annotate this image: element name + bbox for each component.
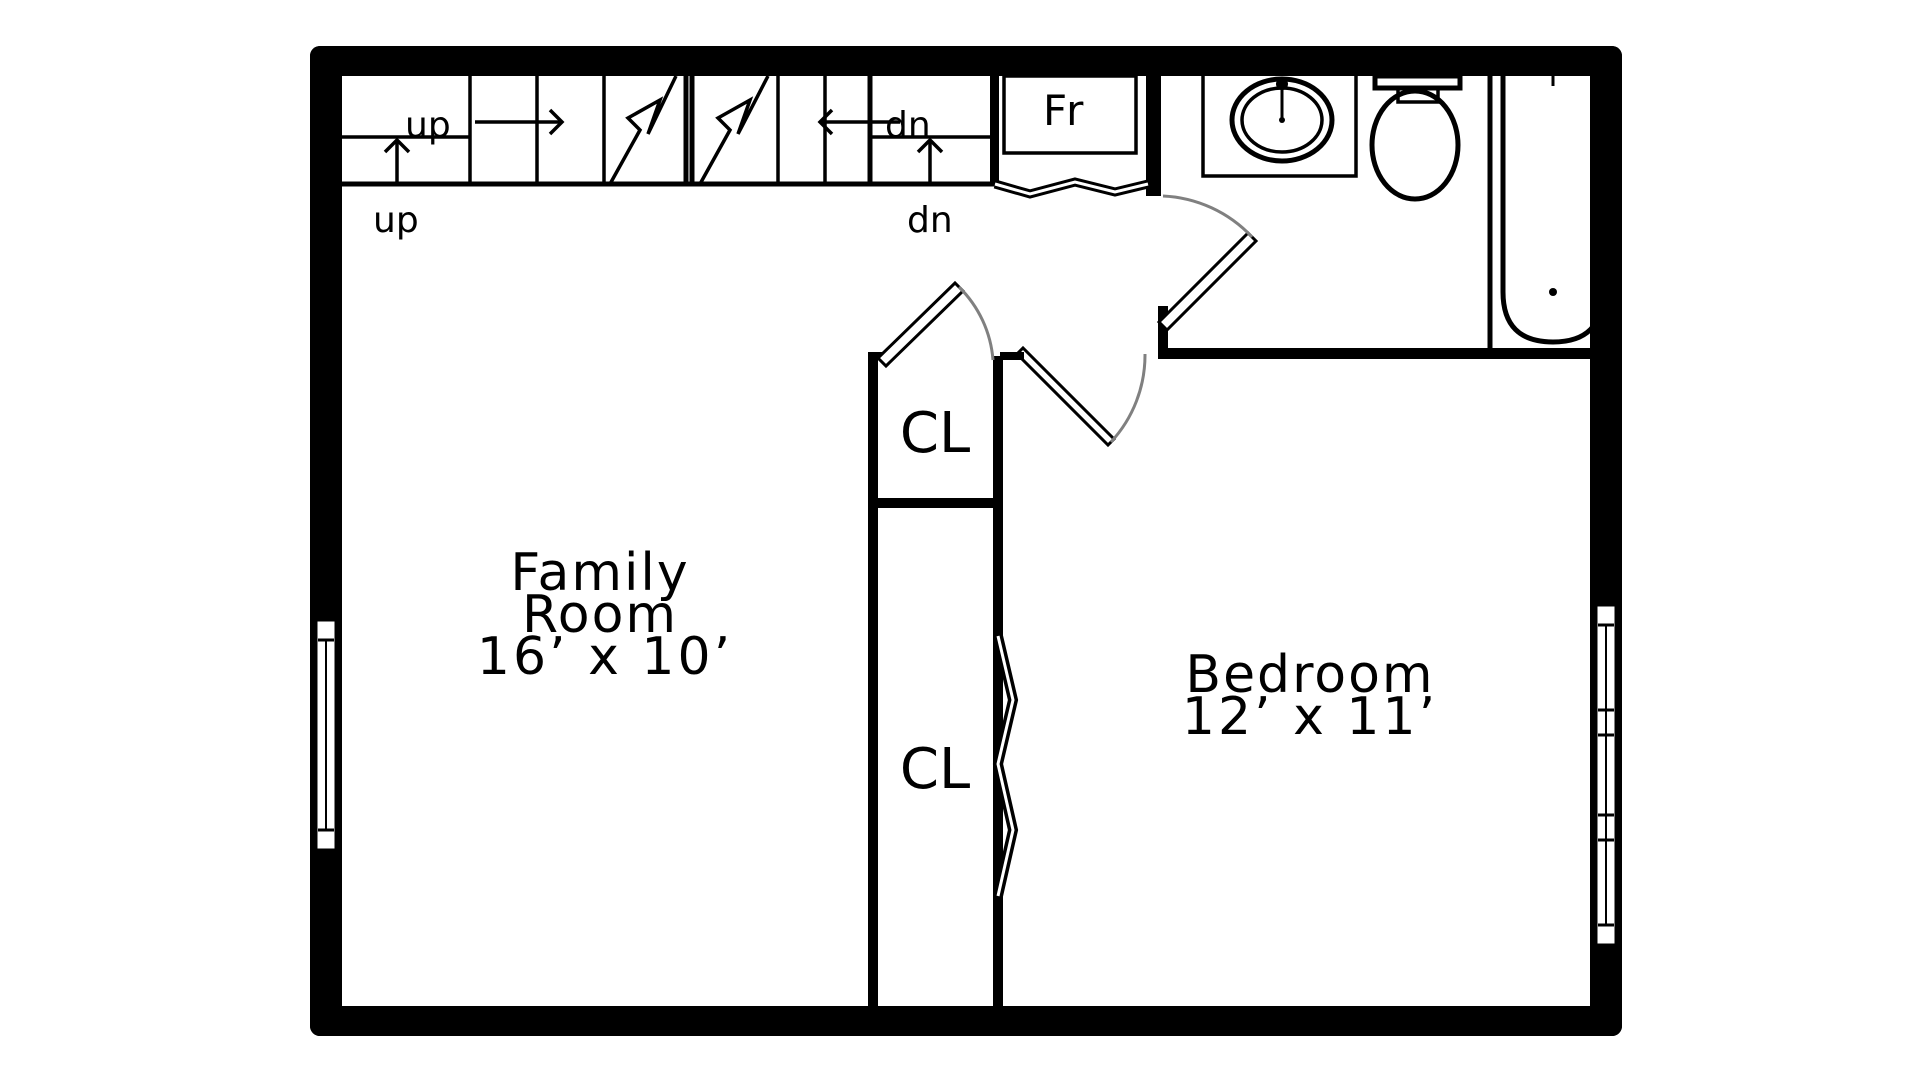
staircase: [342, 75, 995, 187]
bathroom: [1158, 73, 1606, 359]
closet-door-upper: [875, 280, 995, 369]
family-room-name-line2: Room: [522, 585, 678, 645]
stair-label-up-outer: up: [373, 200, 419, 241]
bathroom-door: [1156, 194, 1259, 333]
fridge-label: Fr: [1043, 86, 1085, 135]
bedroom-dimensions: 12’ x 11’: [1182, 687, 1438, 747]
closet-walls: [868, 352, 1024, 1012]
closet-bifold-door: [992, 634, 1019, 898]
window-left: [314, 618, 338, 852]
bathtub-icon: [1500, 76, 1606, 345]
closet-lower-label: CL: [900, 737, 970, 802]
closet-upper-label: CL: [900, 401, 970, 466]
toilet-icon: [1369, 88, 1461, 202]
window-right: [1594, 603, 1618, 947]
stair-label-up-inner: up: [405, 105, 451, 146]
bedroom-name: Bedroom: [1185, 645, 1434, 705]
stair-label-dn-outer: dn: [907, 200, 953, 241]
family-room-dimensions: 16’ x 10’: [477, 627, 733, 687]
family-room-name-line1: Family: [510, 543, 689, 603]
outer-walls: [310, 46, 1622, 1036]
fridge-alcove: [990, 74, 1161, 199]
bedroom-door: [1014, 345, 1147, 448]
stair-label-dn-inner: dn: [885, 105, 931, 146]
